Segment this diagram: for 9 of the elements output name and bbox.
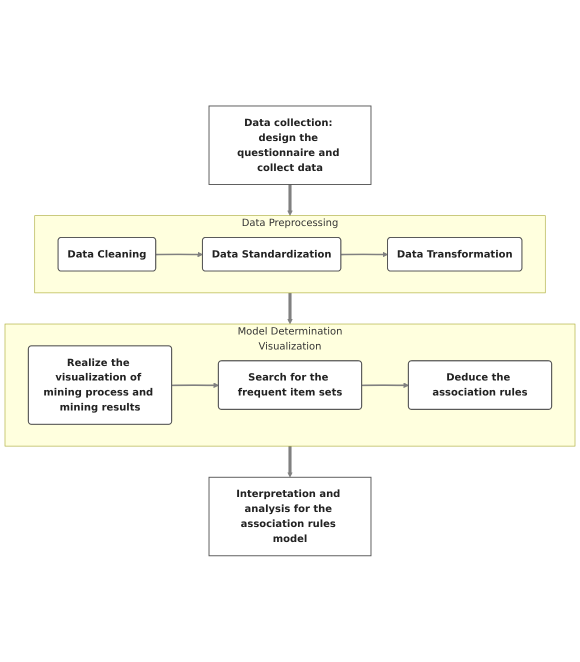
arrow [156, 252, 203, 258]
node-box: Data collection: design the questionnaire and collect data [208, 106, 372, 186]
arrow [362, 382, 409, 388]
arrow [287, 293, 293, 324]
arrow [287, 446, 293, 478]
arrow [172, 382, 219, 388]
arrow [341, 252, 388, 258]
arrow [287, 184, 293, 216]
node-box: Interpretation and analysis for the association rules model [208, 476, 372, 556]
